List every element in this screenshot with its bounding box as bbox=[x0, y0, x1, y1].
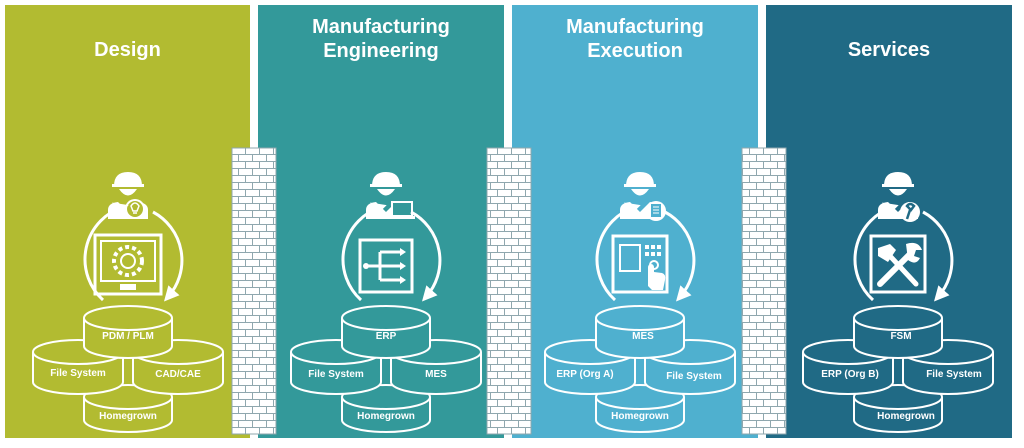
database-label: MES bbox=[632, 331, 654, 342]
database-label: File System bbox=[666, 371, 722, 382]
panel-title: Manufacturing Execution bbox=[566, 16, 704, 62]
database-label: Homegrown bbox=[99, 411, 157, 422]
database-label: ERP (Org B) bbox=[821, 369, 879, 380]
database-label: Homegrown bbox=[611, 411, 669, 422]
brick-wall-3 bbox=[741, 147, 787, 435]
brick-wall-2 bbox=[486, 147, 532, 435]
engineer-laptop-icon bbox=[366, 172, 415, 219]
database-label: File System bbox=[308, 369, 364, 380]
database-label: Homegrown bbox=[877, 411, 935, 422]
database-label: PDM / PLM bbox=[102, 331, 154, 342]
database-right: CAD/CAE bbox=[132, 339, 224, 395]
database-label: Homegrown bbox=[357, 411, 415, 422]
brick-wall-1 bbox=[231, 147, 277, 435]
design-group: Homegrown File System CAD/CAE PDM / PLM bbox=[32, 172, 224, 433]
database-label: FSM bbox=[890, 331, 911, 342]
cad-monitor-icon bbox=[93, 233, 163, 296]
manufacturing-engineering-group: Homegrown File System MES ERP bbox=[290, 172, 482, 433]
database-top: ERP bbox=[341, 305, 431, 359]
panel-title: Manufacturing Engineering bbox=[312, 16, 450, 62]
database-label: ERP bbox=[376, 331, 397, 342]
panel-title: Services bbox=[847, 39, 931, 61]
wrench-hammer-icon bbox=[869, 234, 927, 294]
process-flow-icon bbox=[358, 238, 414, 294]
services-group: Homegrown ERP (Org B) File System FSM bbox=[802, 172, 994, 433]
database-label: File System bbox=[926, 369, 982, 380]
panel-title: Design bbox=[94, 39, 161, 61]
database-label: File System bbox=[50, 368, 106, 379]
manufacturing-execution-group: Homegrown ERP (Org A) File System MES bbox=[544, 172, 736, 433]
database-label: CAD/CAE bbox=[155, 369, 201, 380]
database-label: MES bbox=[425, 369, 447, 380]
engineer-document-icon bbox=[620, 172, 666, 221]
database-top: MES bbox=[595, 305, 685, 359]
database-top: FSM bbox=[853, 305, 943, 359]
database-top: PDM / PLM bbox=[83, 305, 173, 359]
machine-control-panel-icon bbox=[611, 234, 669, 294]
database-label: ERP (Org A) bbox=[556, 369, 613, 380]
engineer-wrench-icon bbox=[878, 172, 920, 222]
